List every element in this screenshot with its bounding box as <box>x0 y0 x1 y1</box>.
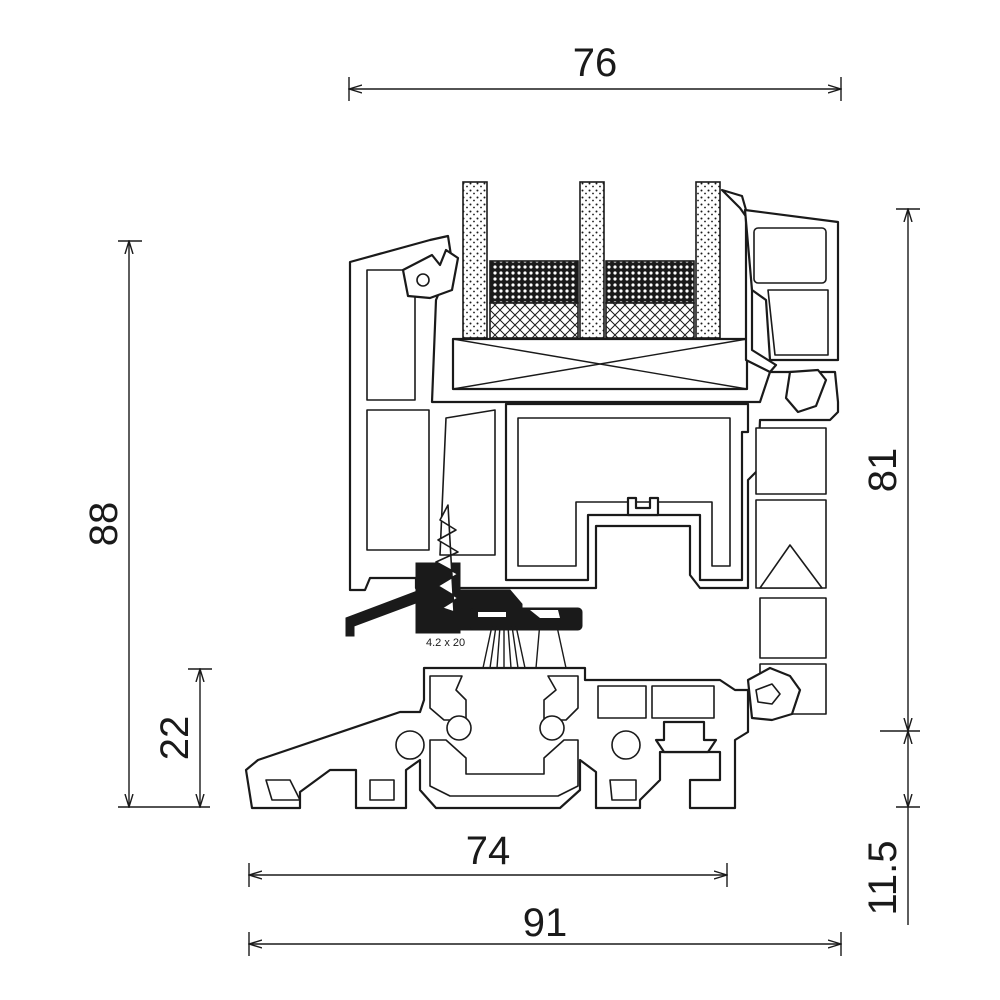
dimension-label-left-height: 88 <box>82 502 126 547</box>
dimension-label-frame-width: 74 <box>466 829 511 873</box>
dimension-frame-width: 74 <box>249 829 727 887</box>
gasket-brush-seal <box>479 625 529 683</box>
glass-pane-middle <box>579 181 605 339</box>
glazing-block <box>451 337 749 391</box>
hardware-rail <box>469 607 583 669</box>
sash-profile <box>345 188 840 715</box>
dimension-label-right-height: 81 <box>861 448 905 493</box>
dimension-label-bottom-offset: 11.5 <box>861 841 905 916</box>
screw-size-label: 4.2 x 20 <box>426 637 465 649</box>
spacer-sealant-right <box>605 302 695 339</box>
spacer-sealant-left <box>489 302 579 339</box>
dimension-label-overall-width: 91 <box>523 901 568 945</box>
frame-profile <box>244 368 828 810</box>
dimension-label-sill-height: 22 <box>153 716 197 761</box>
dimension-bottom-offset: 11.5 <box>861 731 920 925</box>
dimension-left-height: 88 <box>82 241 210 807</box>
glass-pane-outer <box>462 181 488 339</box>
triple-glazing <box>462 181 721 339</box>
dimension-top: 76 <box>349 41 841 101</box>
dimension-label-top: 76 <box>573 41 618 85</box>
dimension-sill-height: 22 <box>153 669 212 807</box>
spacer-desiccant-left <box>489 260 579 304</box>
dimension-right-height: 81 <box>861 209 920 731</box>
dimension-overall-width: 91 <box>249 901 841 956</box>
glass-pane-inner <box>695 181 721 339</box>
spacer-desiccant-right <box>605 260 695 304</box>
